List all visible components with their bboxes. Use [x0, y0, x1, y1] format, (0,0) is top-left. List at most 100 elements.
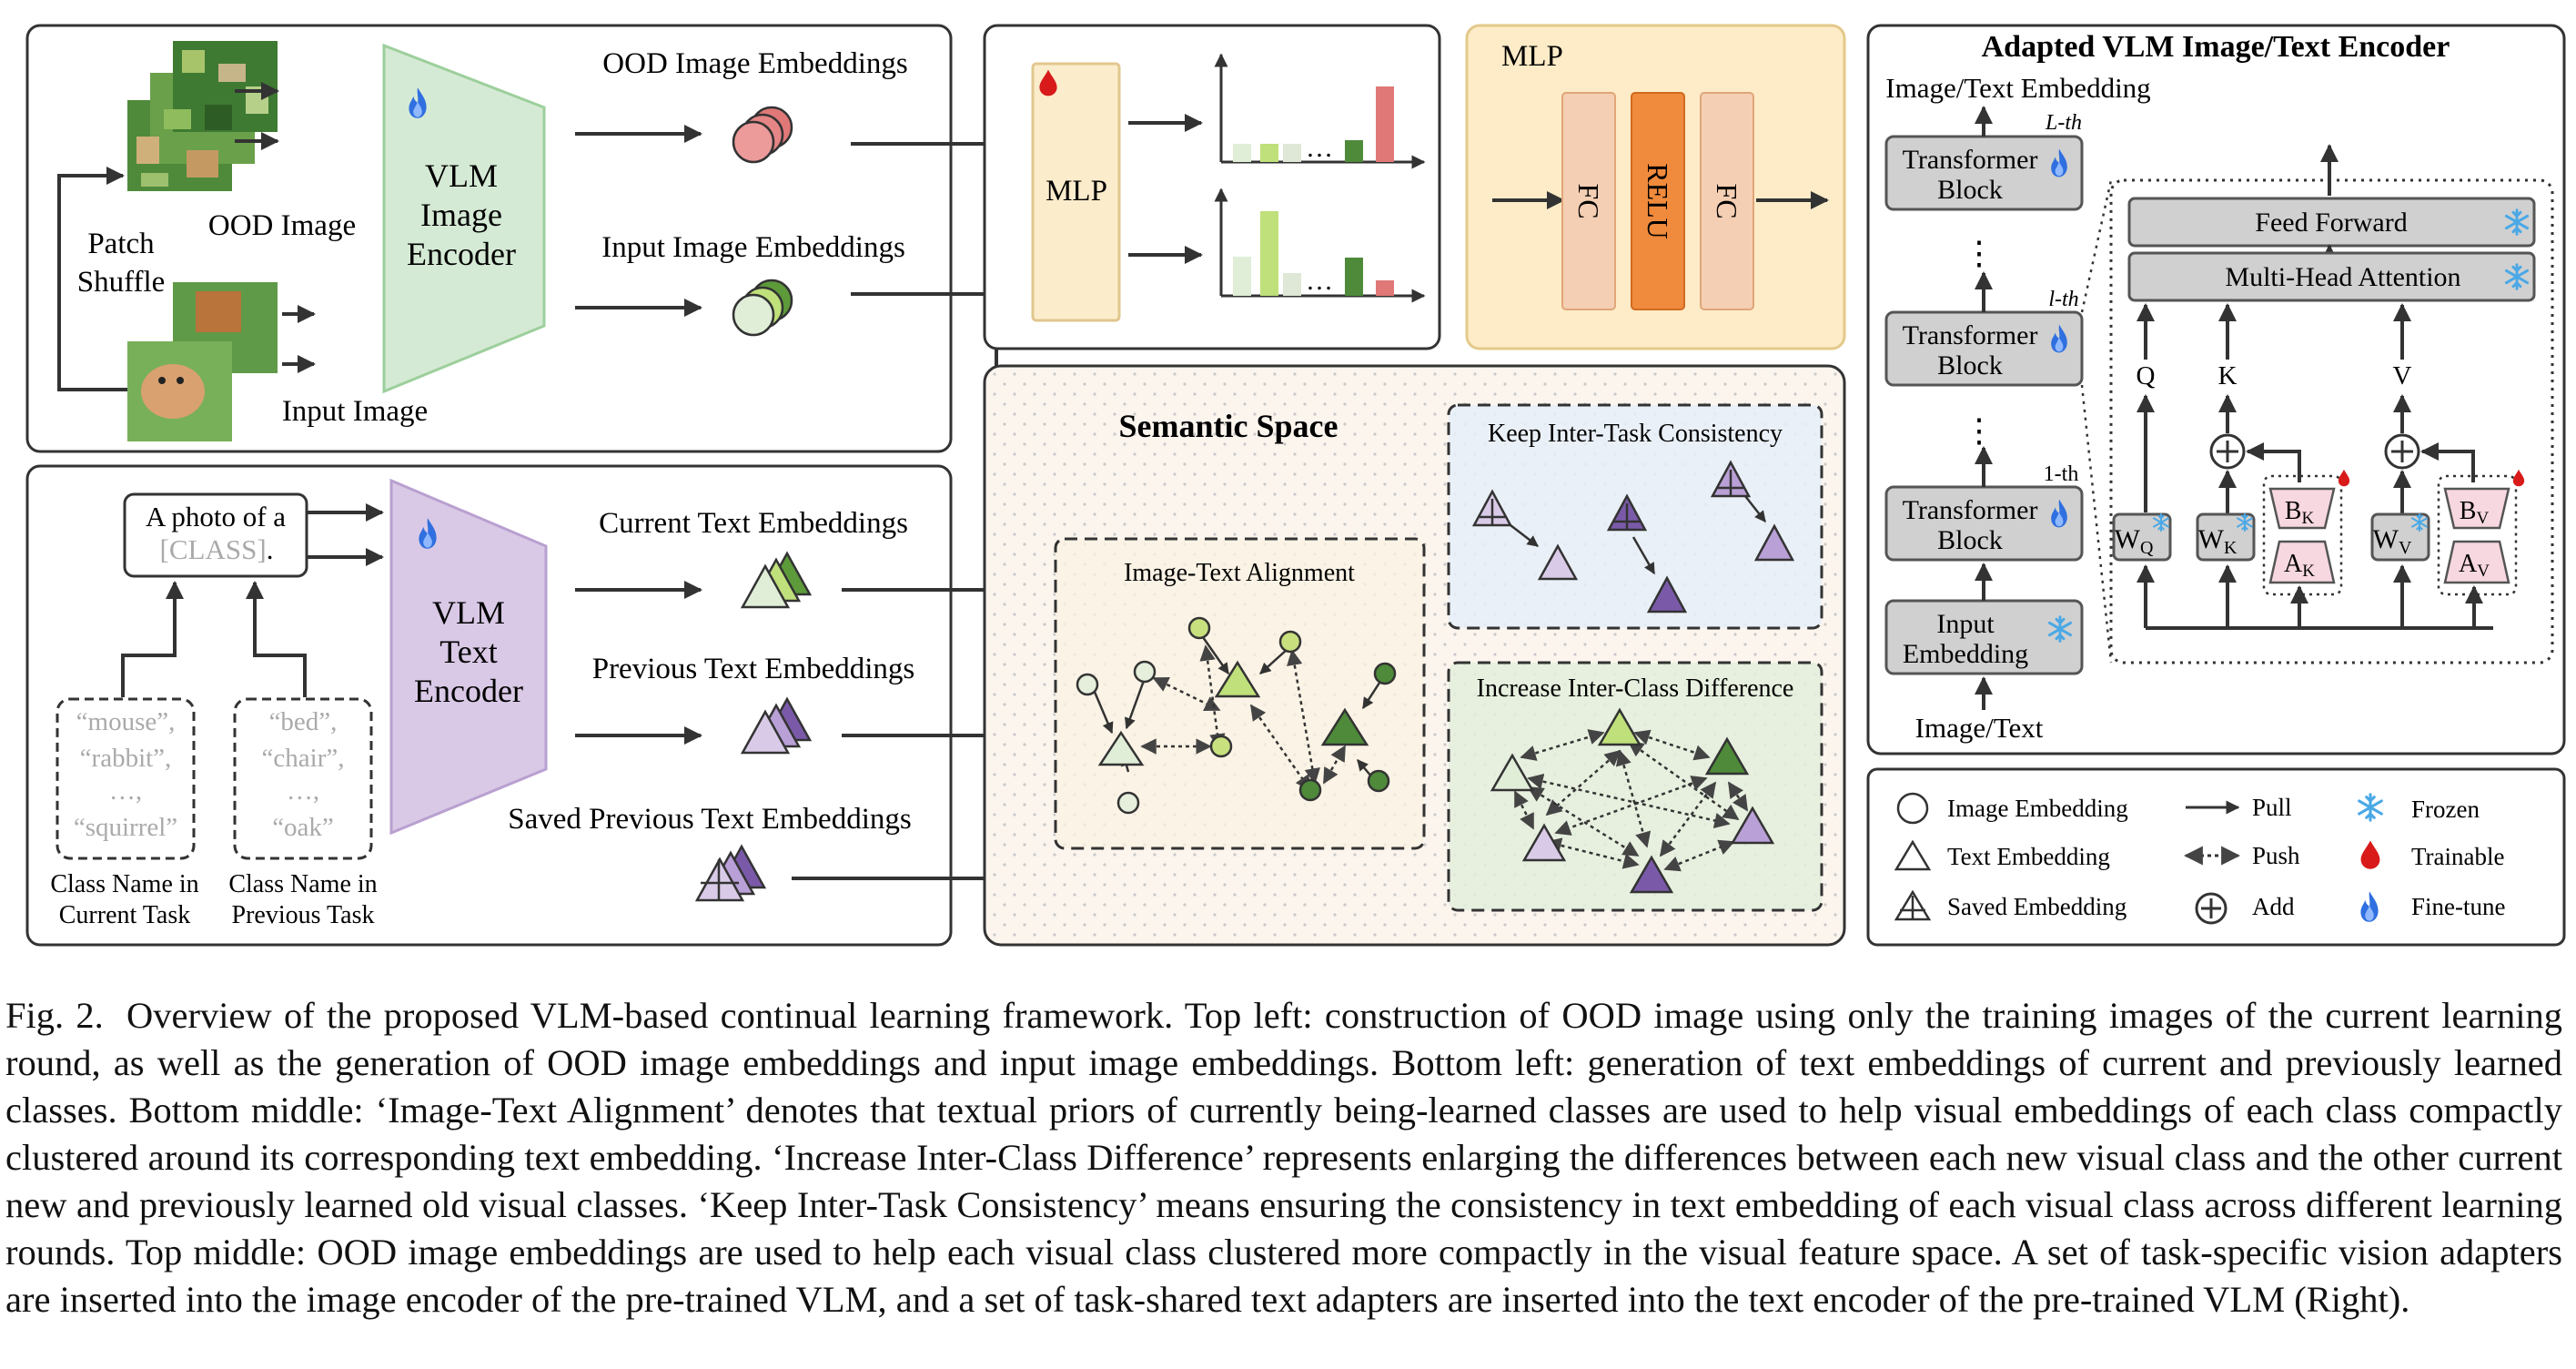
fc-layer-2 [1700, 92, 1754, 310]
legend-push: Push [2252, 842, 2300, 869]
legend-saved-embedding-icon [1894, 889, 1932, 921]
current-text-label: Current Text Embeddings [599, 507, 908, 540]
av-sub: V [2477, 562, 2490, 581]
ood-embeddings-label: OOD Image Embeddings [602, 47, 907, 80]
previous-class-box [233, 697, 373, 860]
text-encoder-label-1: VLM [432, 594, 505, 631]
current-class-1: “mouse”, [76, 707, 176, 736]
figure-caption: Fig. 2. Overview of the proposed VLM-bas… [5, 992, 2562, 1323]
current-class-3: …, [109, 776, 142, 806]
saved-text-label: Saved Previous Text Embeddings [508, 803, 911, 836]
previous-class-2: “chair”, [262, 744, 345, 773]
legend-image-embedding: Image Embedding [1947, 795, 2128, 822]
bk-main: B [2285, 497, 2302, 525]
k-label: K [2218, 361, 2238, 390]
relu-layer [1631, 92, 1685, 310]
legend-add: Add [2252, 893, 2295, 920]
previous-task-label-1: Class Name in [228, 870, 377, 898]
bk-block [2268, 487, 2336, 530]
text-encoder-label-2: Text [439, 634, 497, 670]
vdots: ⋮ [1963, 412, 1995, 449]
previous-task-label-2: Previous Task [232, 901, 375, 929]
fc-label-2: FC [1711, 183, 1743, 218]
legend-add-icon [2195, 892, 2227, 925]
vlm-text-encoder [389, 478, 548, 836]
ood-image-label: OOD Image [208, 209, 356, 242]
ak-block [2268, 540, 2336, 584]
legend-text-embedding-icon [1894, 839, 1932, 871]
ood-logit-chart: … [1214, 53, 1426, 169]
previous-text-label: Previous Text Embeddings [592, 653, 915, 685]
encoder-input-label: Image/Text [1915, 712, 2044, 744]
wk-sub: K [2224, 538, 2238, 558]
current-class-4: “squirrel” [74, 813, 177, 842]
wk-label: WK [2198, 524, 2238, 558]
patch-shuffle-label-2: Shuffle [77, 266, 166, 299]
input-embeddings [732, 279, 793, 337]
legend-finetune: Fine-tune [2411, 893, 2505, 920]
bv-label: BV [2460, 497, 2490, 528]
block-1-label-1: Transformer [1903, 495, 2038, 525]
input-embedding-label-1: Input [1936, 609, 1995, 639]
mlp-block [1031, 62, 1121, 322]
inter-task-graph [1471, 460, 1795, 614]
mlp-detail-title: MLP [1501, 40, 1563, 73]
wq-label: WQ [2115, 524, 2154, 558]
prompt-period: . [267, 533, 274, 565]
inter-class-triangles [1490, 707, 1775, 894]
bv-block [2443, 487, 2510, 530]
block-1-index: 1-th [2044, 462, 2079, 486]
av-label: AV [2459, 550, 2490, 581]
alignment-graph [1076, 616, 1397, 815]
legend-pull: Pull [2252, 794, 2292, 821]
caption-label: Fig. 2. [5, 995, 104, 1036]
feed-forward-label: Feed Forward [2255, 208, 2407, 238]
mlp-label: MLP [1046, 175, 1107, 208]
av-main: A [2459, 550, 2478, 578]
previous-class-3: …, [287, 776, 319, 806]
ellipsis: … [1306, 133, 1333, 163]
current-text-embeddings [740, 551, 813, 609]
ellipsis: … [1306, 266, 1333, 296]
v-label: V [2393, 361, 2412, 390]
input-image-label: Input Image [282, 395, 428, 428]
vlm-image-encoder [382, 43, 546, 394]
ak-sub: K [2302, 562, 2315, 581]
wk-main: W [2198, 524, 2225, 554]
input-embedding-label-2: Embedding [1903, 639, 2028, 669]
previous-text-embeddings [740, 696, 813, 755]
semantic-space-title: Semantic Space [1119, 408, 1339, 444]
ood-image [127, 41, 278, 191]
input-embeddings-label: Input Image Embeddings [601, 231, 905, 264]
transformer-stack: Transformer Block L-th ⋮ Transformer Blo… [1884, 111, 2084, 675]
block-L-label-2: Block [1937, 175, 2003, 205]
relu-label: RELU [1642, 163, 1674, 239]
bk-label: BK [2285, 497, 2315, 528]
saved-text-embeddings [694, 844, 767, 902]
fc-layer-1 [1561, 92, 1616, 310]
block-l-index: l-th [2048, 288, 2078, 311]
image-text-alignment-title: Image-Text Alignment [1124, 559, 1355, 587]
legend-saved-embedding: Saved Embedding [1947, 893, 2126, 920]
prompt-box [123, 492, 308, 578]
block-l-label-1: Transformer [1903, 320, 2038, 350]
mha-label: Multi-Head Attention [2225, 262, 2460, 292]
block-1-label-2: Block [1937, 525, 2003, 555]
prompt-class-token: [CLASS] [160, 533, 267, 565]
text-encoder-label-3: Encoder [414, 673, 523, 709]
ood-embeddings [732, 106, 793, 164]
image-encoder-label-3: Encoder [407, 236, 516, 272]
ak-main: A [2284, 550, 2303, 578]
encoder-panel-title: Adapted VLM Image/Text Encoder [1982, 30, 2450, 64]
input-image [127, 282, 278, 441]
current-task-label-1: Class Name in [50, 870, 198, 898]
legend-trainable: Trainable [2411, 843, 2505, 870]
caption-text: Overview of the proposed VLM-based conti… [5, 995, 2563, 1320]
prompt-text: A photo of a [146, 501, 286, 532]
block-L-index: L-th [2045, 111, 2082, 135]
legend-image-embedding-icon [1896, 792, 1929, 825]
ak-label: AK [2284, 550, 2315, 581]
block-L-label-1: Transformer [1903, 145, 2038, 175]
encoder-output-label: Image/Text Embedding [1885, 72, 2150, 104]
keep-inter-task-title: Keep Inter-Task Consistency [1488, 420, 1783, 448]
